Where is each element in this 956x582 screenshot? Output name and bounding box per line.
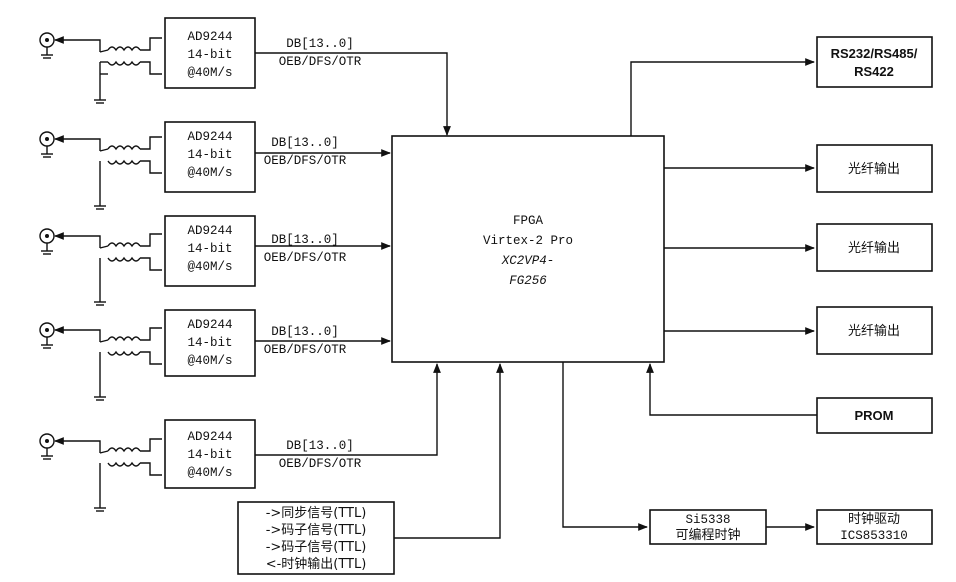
fiber-box-3 [816,306,933,355]
bnc-connector-icon [39,228,55,255]
adc-bits-3: 14-bit [187,242,232,256]
serial-box [816,36,933,88]
transformer-icon [94,136,162,210]
adc-rate-3: @40M/s [187,260,232,274]
bus-ctrl-5: OEB/DFS/OTR [279,457,362,471]
transformer-icon [94,233,162,306]
bus-db-4: DB[13..0] [271,325,339,339]
fpga-box [391,135,665,363]
bus-ctrl-3: OEB/DFS/OTR [264,251,347,265]
signal-code-1: ->码子信号(TTL) [266,523,367,538]
adc-bits-4: 14-bit [187,336,232,350]
adc-box-4 [164,309,256,377]
adc-rate-1: @40M/s [187,66,232,80]
adc-rate-2: @40M/s [187,166,232,180]
fiber-label-1: 光纤输出 [848,161,900,177]
transformer-icon [94,37,162,104]
bus-ctrl-1: OEB/DFS/OTR [279,55,362,69]
channel-3: AD9244 14-bit @40M/s DB[13..0] OEB/DFS/O… [39,215,391,306]
fiber-box-2 [816,223,933,272]
serial-line-1: RS232/RS485/ [831,46,918,61]
bnc-connector-icon [39,322,55,349]
bus-db-5: DB[13..0] [286,439,354,453]
prom-box [816,397,933,434]
signal-code-2: ->码子信号(TTL) [266,540,367,555]
signal-sync: ->同步信号(TTL) [266,506,367,521]
bus-ctrl-4: OEB/DFS/OTR [264,343,347,357]
channel-2: AD9244 14-bit @40M/s DB[13..0] OEB/DFS/O… [39,121,391,210]
clock-drv-line-1: 时钟驱动 [848,511,900,527]
adc-name-5: AD9244 [187,430,232,444]
bus-db-1: DB[13..0] [286,37,354,51]
adc-bits-1: 14-bit [187,48,232,62]
clock-drv-line-2: ICS853310 [840,529,908,543]
adc-bits-5: 14-bit [187,448,232,462]
serial-line-2: RS422 [854,64,894,79]
ttl-signal-box [237,501,395,575]
clock-drv-box [816,509,933,545]
fiber-box-1 [816,144,933,193]
adc-bits-2: 14-bit [187,148,232,162]
adc-box-1 [164,17,256,89]
bus-ctrl-2: OEB/DFS/OTR [264,154,347,168]
fpga-line-4: FG256 [509,274,547,288]
fiber-label-2: 光纤输出 [848,240,900,256]
bnc-connector-icon [39,131,55,158]
channel-5: AD9244 14-bit @40M/s DB[13..0] OEB/DFS/O… [39,363,441,512]
channel-1: AD9244 14-bit @40M/s DB[13..0] OEB/DFS/O… [39,17,451,136]
clock-gen-line-2: 可编程时钟 [675,527,740,543]
adc-box-3 [164,215,256,287]
fiber-label-3: 光纤输出 [848,323,900,339]
bnc-connector-icon [39,433,55,460]
adc-name-2: AD9244 [187,130,232,144]
bus-db-2: DB[13..0] [271,136,339,150]
bnc-connector-icon [39,32,55,59]
adc-name-3: AD9244 [187,224,232,238]
transformer-icon [94,438,162,512]
clock-gen-line-1: Si5338 [685,513,730,527]
fpga-line-2: Virtex-2 Pro [483,234,573,248]
transformer-icon [94,327,162,401]
signal-clkout: <-时钟输出(TTL) [266,556,367,572]
adc-box-2 [164,121,256,193]
bus-db-3: DB[13..0] [271,233,339,247]
adc-box-5 [164,419,256,489]
adc-rate-5: @40M/s [187,466,232,480]
fpga-line-1: FPGA [513,214,544,228]
adc-rate-4: @40M/s [187,354,232,368]
fpga-line-3: XC2VP4- [501,254,555,268]
channel-4: AD9244 14-bit @40M/s DB[13..0] OEB/DFS/O… [39,309,391,401]
adc-name-1: AD9244 [187,30,232,44]
prom-label: PROM [855,408,894,423]
adc-name-4: AD9244 [187,318,232,332]
